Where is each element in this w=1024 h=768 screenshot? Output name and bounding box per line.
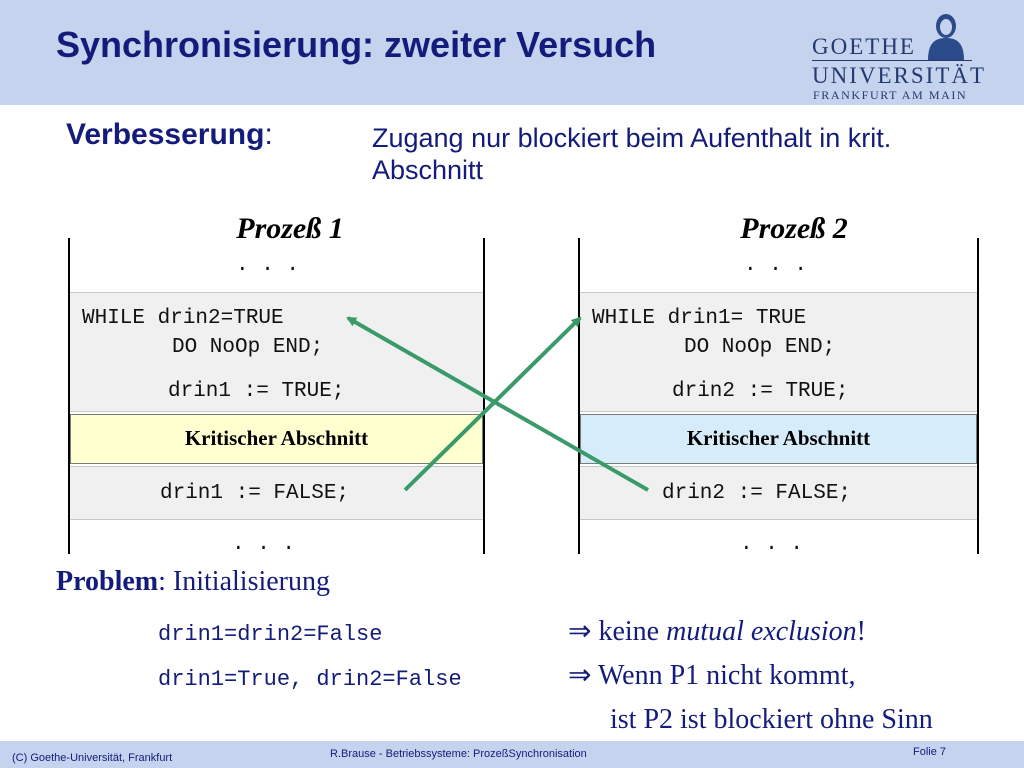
process1-dots-bottom: . . .	[232, 533, 296, 556]
process1-right-border	[483, 238, 485, 554]
process2-while-line2: DO NoOp END;	[684, 336, 836, 359]
process2-exit-block	[580, 466, 977, 520]
process1-set-false: drin1 := FALSE;	[160, 482, 350, 505]
implies-arrow-icon: ⇒	[568, 660, 592, 691]
problem-heading: Problem: Initialisierung	[56, 566, 330, 598]
implies-arrow-icon: ⇒	[568, 616, 592, 647]
process2-right-border	[977, 238, 979, 554]
logo-divider	[812, 60, 972, 61]
process1-while-line1: WHILE drin2=TRUE	[82, 307, 284, 330]
case1-text-a: keine	[598, 616, 667, 647]
process2-dots-bottom: . . .	[740, 533, 804, 556]
problem-label: Problem	[56, 566, 159, 597]
process1-while-line2: DO NoOp END;	[172, 336, 324, 359]
problem-text: : Initialisierung	[158, 566, 330, 597]
improvement-label-text: Verbesserung	[66, 118, 265, 151]
case1-text-emphasis: mutual exclusion	[666, 616, 857, 647]
goethe-portrait-icon	[928, 14, 964, 60]
logo-text-goethe: GOETHE	[812, 34, 916, 59]
footer-copyright: (C) Goethe-Universität, Frankfurt	[12, 752, 173, 764]
process1-set-true: drin1 := TRUE;	[168, 380, 345, 403]
case2-result-line2: ist P2 ist blockiert ohne Sinn	[610, 704, 933, 735]
improvement-description: Zugang nur blockiert beim Aufenthalt in …	[372, 123, 892, 185]
slide-title: Synchronisierung: zweiter Versuch	[56, 24, 657, 65]
process1-critical-section: Kritischer Abschnitt	[70, 414, 483, 464]
improvement-colon: :	[264, 118, 273, 151]
improvement-label: Verbesserung:	[66, 118, 273, 152]
footer-slide-number: Folie 7	[913, 746, 947, 758]
process2-title: Prozeß 2	[740, 212, 848, 245]
case2-code: drin1=True, drin2=False	[158, 667, 462, 692]
footer-bar	[0, 741, 1024, 768]
case1-code: drin1=drin2=False	[158, 622, 383, 647]
university-logo: GOETHE UNIVERSITÄT FRANKFURT AM MAIN	[808, 8, 1020, 102]
case2-text: Wenn P1 nicht kommt,	[597, 660, 856, 691]
case2-result: ⇒ Wenn P1 nicht kommt,	[568, 658, 855, 692]
process2-dots-top: . . .	[744, 254, 808, 277]
header-bar	[0, 0, 1024, 105]
footer-course: R.Brause - Betriebssysteme: ProzeßSynchr…	[330, 748, 587, 760]
process2-critical-section: Kritischer Abschnitt	[580, 414, 977, 464]
process2-set-false: drin2 := FALSE;	[662, 482, 852, 505]
process1-title: Prozeß 1	[236, 212, 344, 245]
case1-text-b: !	[856, 616, 866, 647]
process2-while-line1: WHILE drin1= TRUE	[592, 307, 807, 330]
logo-text-city: FRANKFURT AM MAIN	[813, 88, 968, 102]
case1-result: ⇒ keine mutual exclusion!	[568, 614, 866, 648]
process1-dots-top: . . .	[236, 254, 300, 277]
logo-text-universitaet: UNIVERSITÄT	[812, 63, 987, 88]
process1-left-border	[68, 238, 70, 554]
process2-set-true: drin2 := TRUE;	[672, 380, 849, 403]
